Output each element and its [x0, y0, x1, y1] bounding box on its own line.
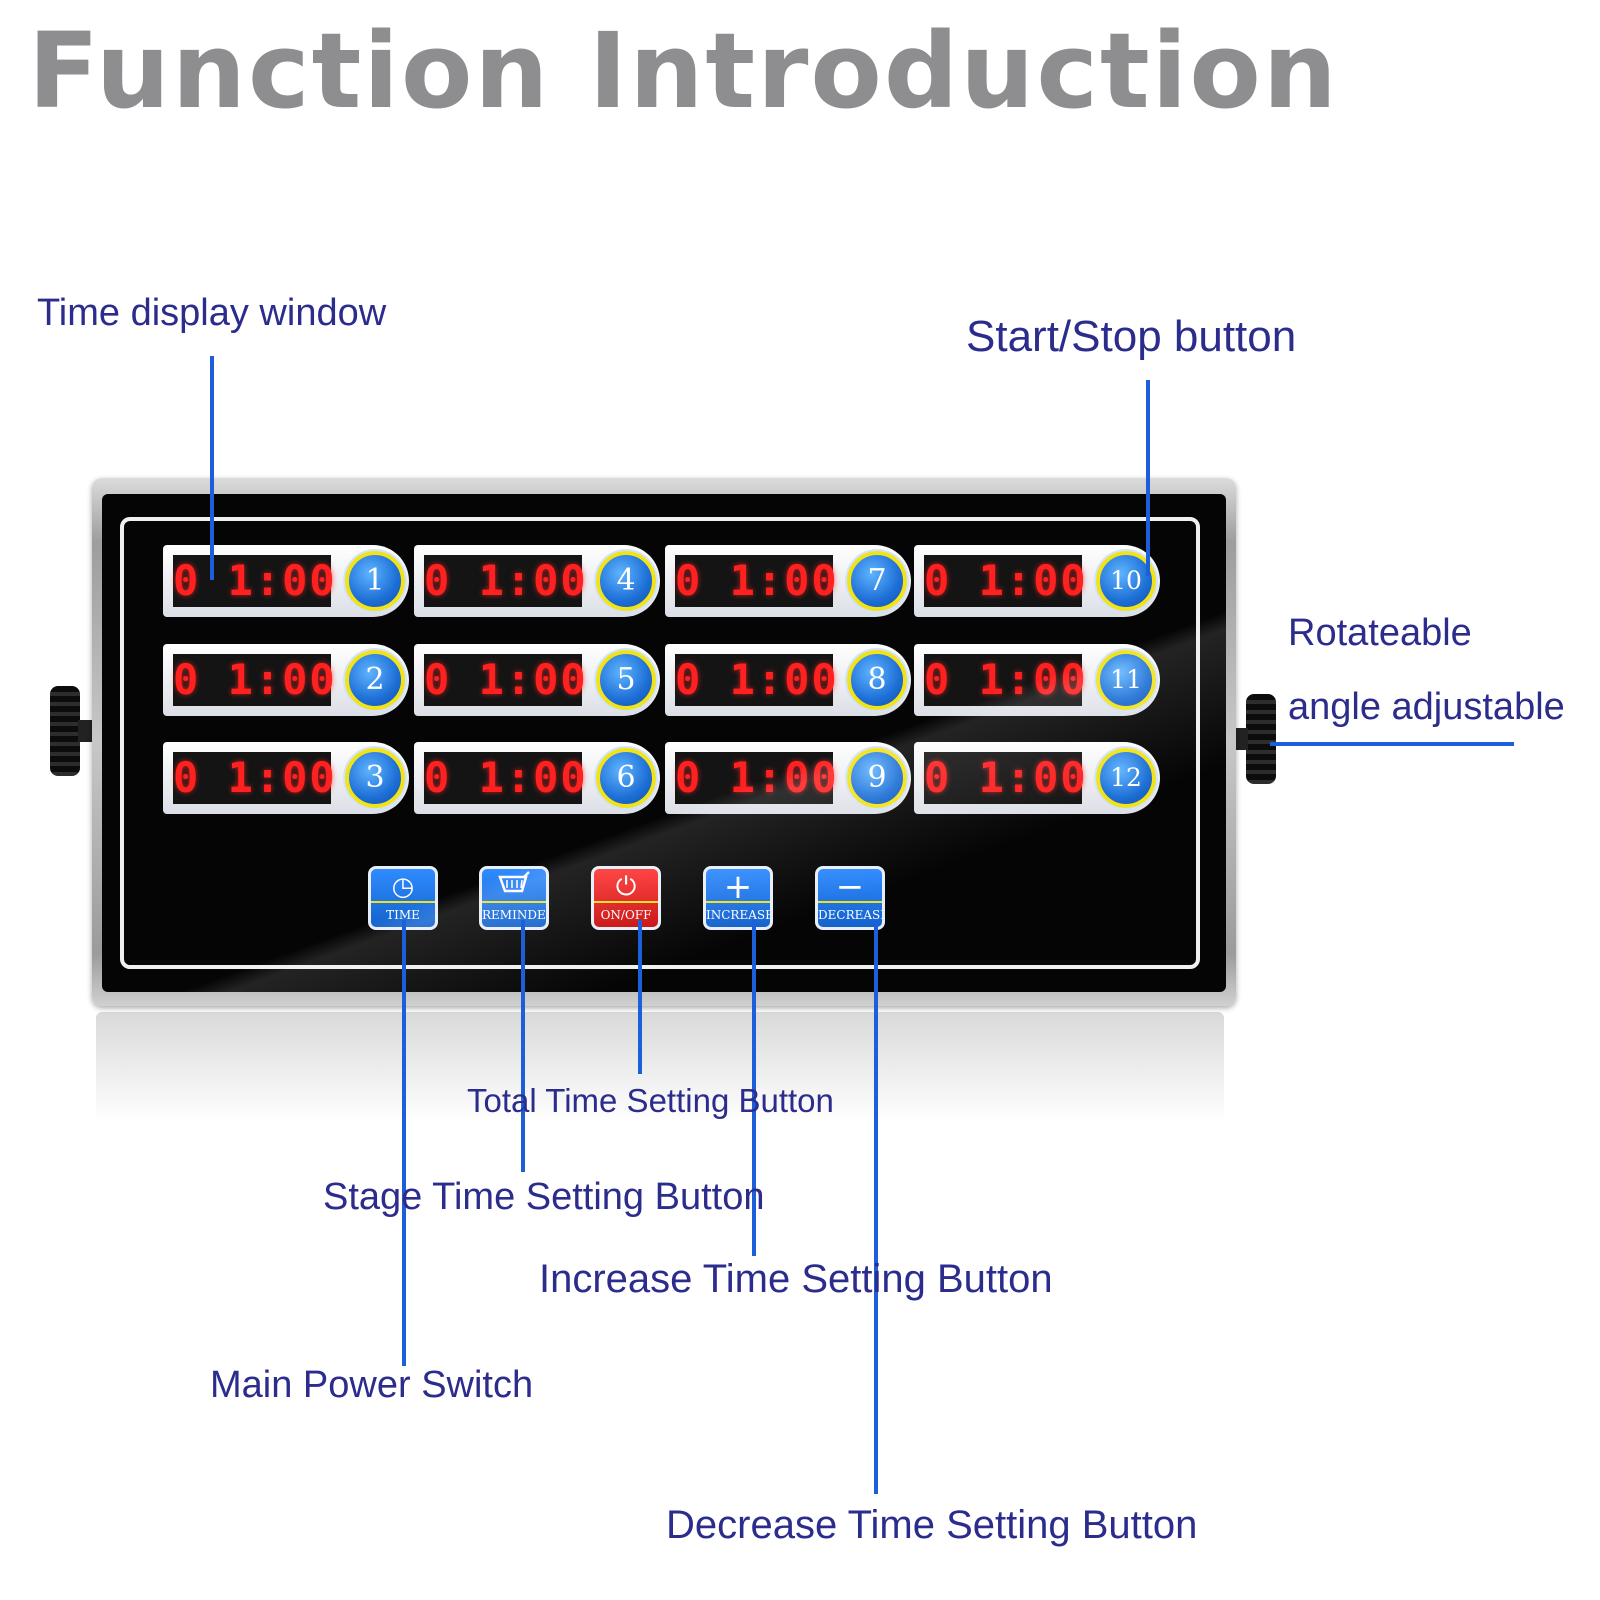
callout-rotateable: Rotateable	[1288, 612, 1472, 654]
leader-time-display	[210, 356, 214, 580]
callout-start-stop-button: Start/Stop button	[966, 312, 1297, 361]
timer-slot-4: 0 1:00 4	[414, 545, 660, 617]
right-rotation-knob[interactable]	[1234, 694, 1276, 784]
timer-display-3: 0 1:00	[173, 752, 337, 804]
on-off-button[interactable]: ⏻ ON/OFF	[591, 866, 661, 930]
page-title: Function Introduction	[28, 10, 1339, 132]
timer-slot-6: 0 1:00 6	[414, 742, 660, 814]
callout-angle-adjustable: angle adjustable	[1288, 686, 1565, 728]
reminder-button-label: REMINDER	[482, 901, 546, 927]
left-rotation-knob[interactable]	[50, 686, 92, 776]
timer-slot-2: 0 1:00 2	[163, 644, 409, 716]
leader-angle-adjustable	[1270, 742, 1514, 746]
start-stop-button-9[interactable]: 9	[847, 748, 907, 808]
start-stop-button-4[interactable]: 4	[596, 551, 656, 611]
timer-slot-8: 0 1:00 8	[665, 644, 911, 716]
plus-icon: +	[723, 867, 753, 907]
leader-increase-time	[752, 920, 756, 1256]
basket-icon	[482, 871, 546, 905]
start-stop-button-1[interactable]: 1	[345, 551, 405, 611]
timer-slot-10: 0 1:00 10	[914, 545, 1160, 617]
leader-main-power	[402, 920, 406, 1366]
start-stop-button-12[interactable]: 12	[1096, 748, 1156, 808]
power-icon: ⏻	[615, 872, 637, 902]
timer-display-4: 0 1:00	[424, 555, 588, 607]
callout-increase-time-setting: Increase Time Setting Button	[539, 1257, 1053, 1301]
callout-total-time-setting: Total Time Setting Button	[467, 1082, 834, 1119]
timer-slot-3: 0 1:00 3	[163, 742, 409, 814]
timer-display-5: 0 1:00	[424, 654, 588, 706]
leader-decrease-time	[874, 920, 878, 1494]
reminder-button[interactable]: REMINDER	[479, 866, 549, 930]
timer-display-10: 0 1:00	[924, 555, 1088, 607]
timer-display-7: 0 1:00	[675, 555, 839, 607]
leader-stage-time	[521, 920, 525, 1172]
start-stop-button-6[interactable]: 6	[596, 748, 656, 808]
start-stop-button-7[interactable]: 7	[847, 551, 907, 611]
timer-display-2: 0 1:00	[173, 654, 337, 706]
start-stop-button-2[interactable]: 2	[345, 650, 405, 710]
timer-display-1: 0 1:00	[173, 555, 337, 607]
timer-slot-1: 0 1:00 1	[163, 545, 409, 617]
timer-slot-5: 0 1:00 5	[414, 644, 660, 716]
callout-time-display-window: Time display window	[37, 292, 387, 334]
clock-icon: ◷	[391, 872, 415, 902]
decrease-button-label: DECREASE	[818, 901, 882, 927]
on-off-button-label: ON/OFF	[594, 901, 658, 927]
increase-button-label: INCREASE	[706, 901, 770, 927]
timer-display-6: 0 1:00	[424, 752, 588, 804]
timer-slot-9: 0 1:00 9	[665, 742, 911, 814]
decrease-button[interactable]: − DECREASE	[815, 866, 885, 930]
leader-total-time	[638, 920, 642, 1074]
time-button-label: TIME	[371, 901, 435, 927]
timer-display-11: 0 1:00	[924, 654, 1088, 706]
increase-button[interactable]: + INCREASE	[703, 866, 773, 930]
callout-decrease-time-setting: Decrease Time Setting Button	[666, 1503, 1198, 1547]
device-reflection	[96, 1012, 1224, 1122]
timer-display-9: 0 1:00	[675, 752, 839, 804]
start-stop-button-5[interactable]: 5	[596, 650, 656, 710]
callout-main-power-switch: Main Power Switch	[210, 1364, 534, 1406]
timer-slot-12: 0 1:00 12	[914, 742, 1160, 814]
timer-slot-11: 0 1:00 11	[914, 644, 1160, 716]
timer-display-12: 0 1:00	[924, 752, 1088, 804]
start-stop-button-11[interactable]: 11	[1096, 650, 1156, 710]
leader-start-stop	[1146, 380, 1150, 576]
timer-display-8: 0 1:00	[675, 654, 839, 706]
callout-stage-time-setting: Stage Time Setting Button	[323, 1176, 765, 1218]
face-border	[120, 517, 1200, 969]
minus-icon: −	[835, 867, 865, 907]
start-stop-button-3[interactable]: 3	[345, 748, 405, 808]
start-stop-button-8[interactable]: 8	[847, 650, 907, 710]
timer-slot-7: 0 1:00 7	[665, 545, 911, 617]
